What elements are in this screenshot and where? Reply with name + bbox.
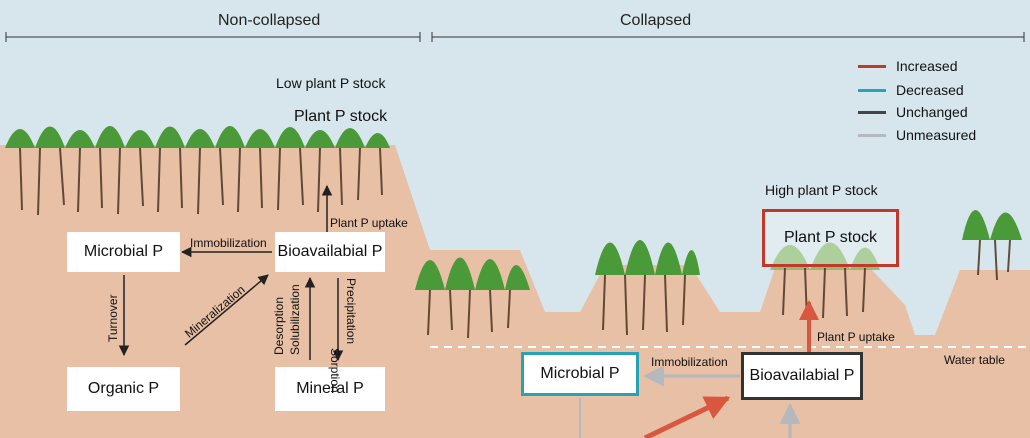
legend-item-increased: Increased <box>858 58 957 74</box>
section-bracket-left <box>5 32 421 42</box>
desorption-label-left: Desorption <box>272 296 286 355</box>
roots-clump-3 <box>782 267 866 321</box>
mineral-p-box: Mineral P <box>275 367 385 411</box>
legend-label-unmeasured: Unmeasured <box>896 127 977 143</box>
roots-left <box>19 147 383 216</box>
bioavailable-p-box-left: Bioavailabial P <box>275 232 385 272</box>
legend-item-unmeasured: Unmeasured <box>858 127 976 143</box>
microbial-p-box-left: Microbial P <box>67 232 180 272</box>
sorption-label-left: Sorption <box>328 348 342 393</box>
legend-item-unchanged: Unchanged <box>858 104 968 120</box>
turnover-label-left: Turnover <box>106 294 120 342</box>
legend-label-unchanged: Unchanged <box>896 104 968 120</box>
arrow-mineralization-left <box>184 274 269 346</box>
arrow-mineralization-right <box>643 395 731 438</box>
high-plant-p-label: High plant P stock <box>765 182 878 198</box>
grass-clump-3 <box>770 242 880 270</box>
grass-clump-1 <box>415 257 530 290</box>
section-title-non-collapsed: Non-collapsed <box>218 12 321 29</box>
plant-uptake-label-left: Plant P uptake <box>330 216 408 230</box>
bioavailable-p-box-right: Bioavailabial P <box>741 352 863 400</box>
grass-clump-2 <box>595 240 700 275</box>
roots-clump-2 <box>602 274 686 336</box>
immobilization-label-left: Immobilization <box>190 236 267 250</box>
immobilization-label-right: Immobilization <box>651 355 728 369</box>
plant-p-stock-left: Plant P stock <box>294 108 388 125</box>
precipitation-label-left: Precipitation <box>344 278 358 345</box>
grass-left <box>5 126 390 148</box>
legend-swatch-unchanged <box>858 110 886 114</box>
grass-clump-4 <box>962 210 1022 240</box>
legend-label-increased: Increased <box>896 58 958 74</box>
low-plant-p-label: Low plant P stock <box>276 75 386 91</box>
legend-label-decreased: Decreased <box>896 82 964 98</box>
water-table-label: Water table <box>944 353 1005 367</box>
microbial-p-box-right: Microbial P <box>521 352 639 396</box>
organic-p-box: Organic P <box>67 367 180 411</box>
plant-uptake-label-right: Plant P uptake <box>817 330 895 344</box>
section-bracket-right <box>431 32 1025 42</box>
section-title-collapsed: Collapsed <box>620 12 692 29</box>
legend-item-decreased: Decreased <box>858 82 964 98</box>
plant-p-stock-box-right: Plant P stock <box>762 209 899 267</box>
legend-swatch-unmeasured <box>858 133 886 137</box>
legend-swatch-decreased <box>858 88 886 92</box>
roots-clump-4 <box>977 239 1011 281</box>
legend-swatch-increased <box>858 64 886 68</box>
roots-clump-1 <box>427 289 511 339</box>
solubilization-label-left: Solubilization <box>288 284 302 355</box>
